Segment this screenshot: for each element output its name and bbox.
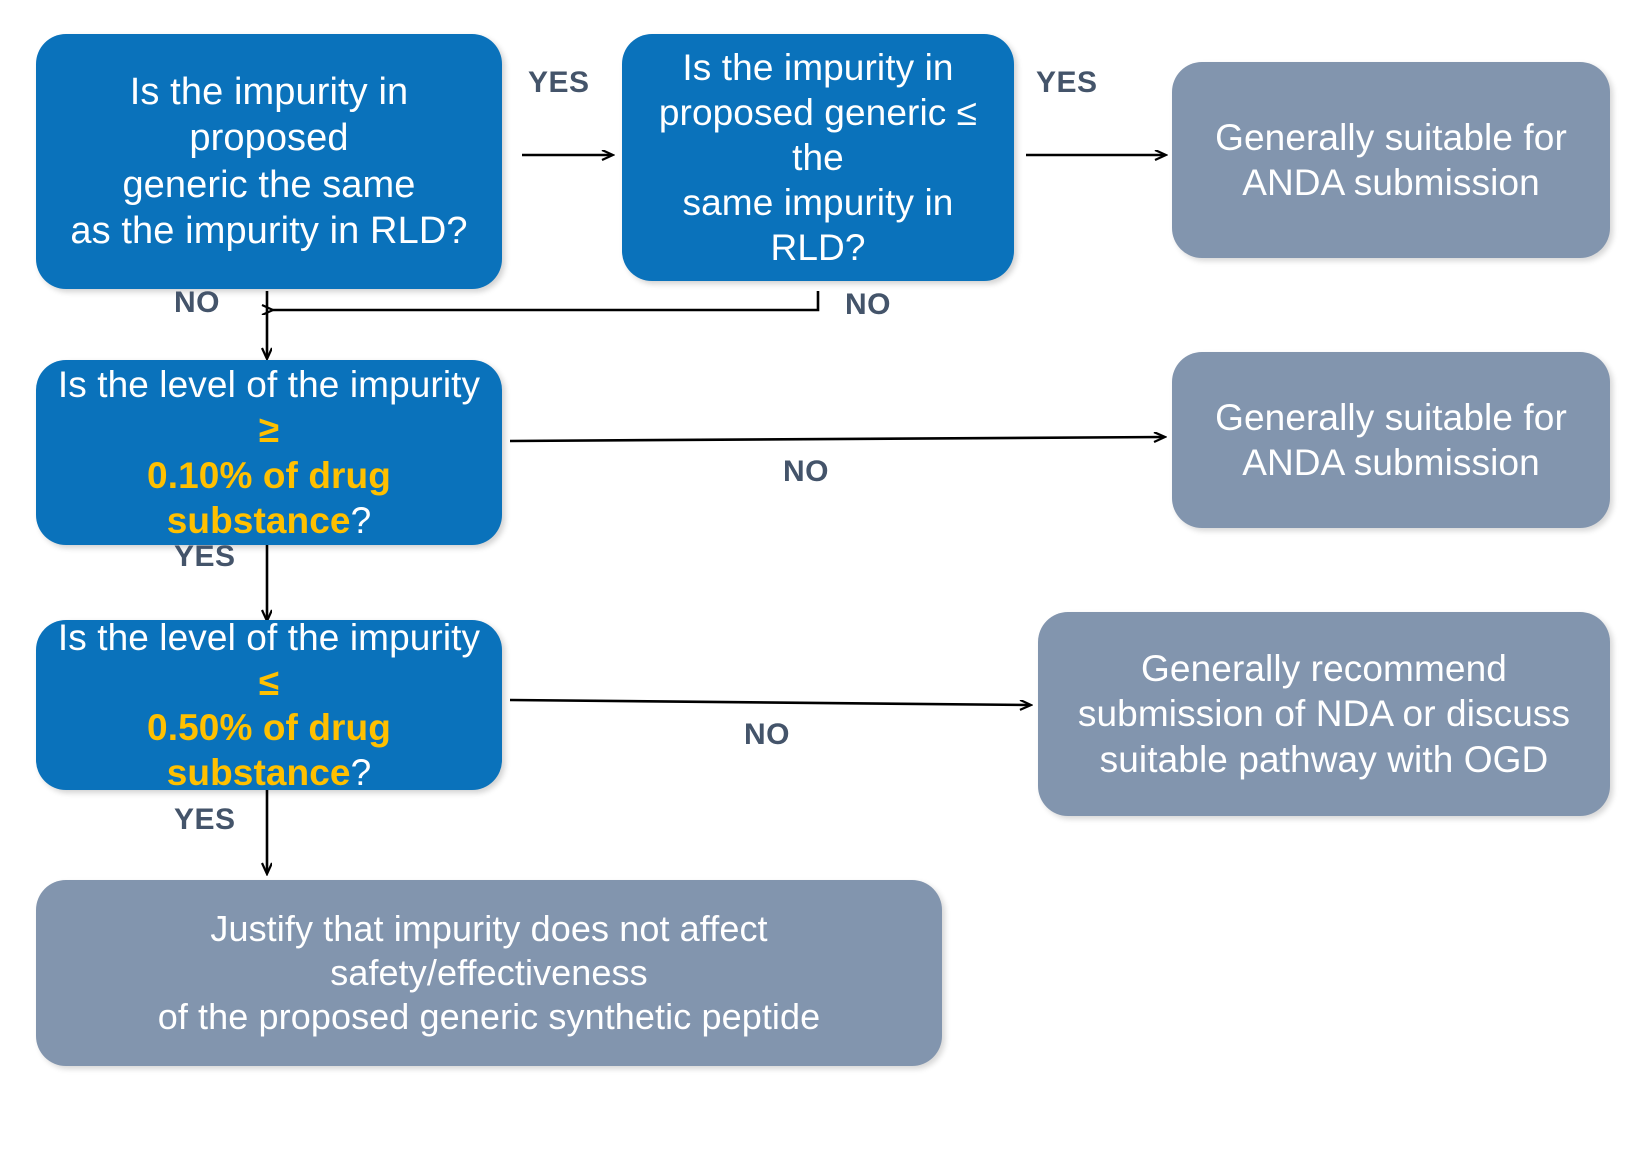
q4-symbol-le: ≤ [258,661,280,703]
outcome-node-anda-suitable-1-text: Generally suitable for ANDA submission [1186,115,1596,205]
q2-line-3: same impurity in RLD? [682,182,954,269]
outcome-node-nda-or-ogd[interactable]: Generally recommend submission of NDA or… [1038,612,1610,816]
arrow-q2-no-to-q3-path [272,291,820,310]
q1-line-3: as the impurity in RLD? [70,209,468,252]
q4-prefix: Is the level of the impurity [57,616,481,658]
outcome-node-anda-suitable-1[interactable]: Generally suitable for ANDA submission [1172,62,1610,258]
arrow-q3-to-out2 [509,437,1164,441]
edge-label-q3-no: NO [783,455,829,488]
outcome-node-anda-suitable-2-text: Generally suitable for ANDA submission [1186,395,1596,485]
edge-label-q3-yes: YES [174,540,236,573]
out3-line-2: submission of NDA or discuss [1077,693,1571,735]
q4-suffix: ? [350,752,372,794]
q2-line-2: proposed generic ≤ the [658,91,978,178]
decision-node-impurity-ge-010[interactable]: Is the level of the impurity ≥ 0.10% of … [36,360,502,545]
edge-label-q2-yes: YES [1036,66,1098,99]
edge-label-q1-yes: YES [528,66,590,99]
out4-line-2: of the proposed generic synthetic peptid… [157,995,821,1037]
decision-node-impurity-same-as-rld[interactable]: Is the impurity in proposed generic the … [36,34,502,289]
decision-node-impurity-le-rld[interactable]: Is the impurity in proposed generic ≤ th… [622,34,1014,281]
q2-line-1: Is the impurity in [682,46,954,88]
decision-node-impurity-ge-010-text: Is the level of the impurity ≥ 0.10% of … [50,362,488,543]
decision-node-impurity-le-rld-text: Is the impurity in proposed generic ≤ th… [636,45,1000,271]
outcome-node-anda-suitable-2[interactable]: Generally suitable for ANDA submission [1172,352,1610,528]
outcome-node-justify-safety[interactable]: Justify that impurity does not affect sa… [36,880,942,1066]
q3-prefix: Is the level of the impurity [57,364,481,406]
out2-line-2: ANDA submission [1242,442,1540,483]
out3-line-3: suitable pathway with OGD [1099,738,1549,780]
q3-symbol-ge: ≥ [258,409,280,451]
q3-suffix: ? [350,499,372,541]
decision-node-impurity-le-050[interactable]: Is the level of the impurity ≤ 0.50% of … [36,617,502,793]
edge-label-q1-no: NO [174,286,220,319]
out1-line-2: ANDA submission [1242,162,1540,203]
out3-line-1: Generally recommend [1141,648,1507,690]
out1-line-1: Generally suitable for [1215,116,1567,158]
q1-line-1: Is the impurity in proposed [129,70,409,160]
decision-node-impurity-le-050-text: Is the level of the impurity ≤ 0.50% of … [50,615,488,796]
edge-label-q4-no: NO [744,718,790,751]
edge-label-q2-no: NO [845,288,891,321]
q3-threshold: 0.10% of drug substance [147,454,391,541]
out2-line-1: Generally suitable for [1215,396,1567,438]
out4-line-1: Justify that impurity does not affect sa… [210,908,768,994]
outcome-node-nda-or-ogd-text: Generally recommend submission of NDA or… [1052,646,1596,781]
outcome-node-justify-safety-text: Justify that impurity does not affect sa… [50,907,928,1039]
decision-node-impurity-same-as-rld-text: Is the impurity in proposed generic the … [50,69,488,254]
q1-line-2: generic the same [122,163,416,206]
arrow-q4-to-out3 [509,698,1030,705]
edge-label-q4-yes: YES [174,803,236,836]
q4-threshold: 0.50% of drug substance [147,707,391,794]
